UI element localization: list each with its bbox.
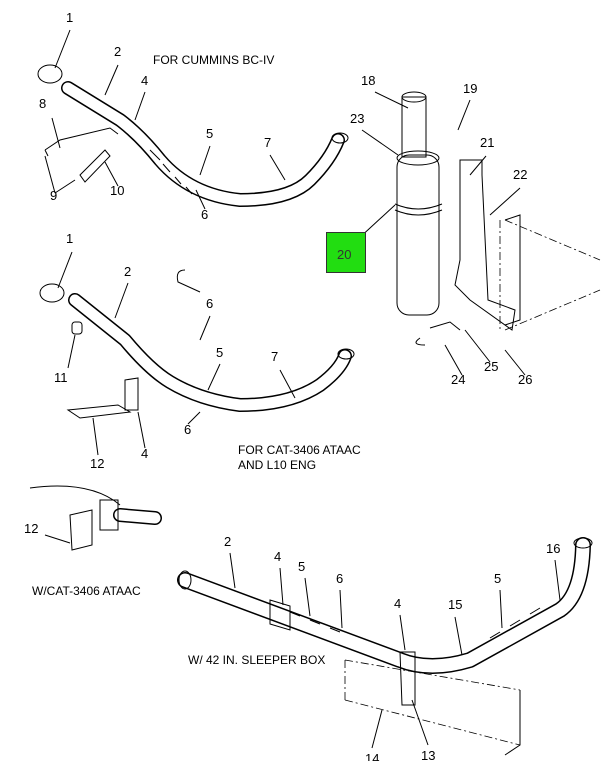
callout[interactable]: 5 — [206, 126, 214, 141]
callout[interactable]: 4 — [274, 549, 282, 564]
callout[interactable]: 12 — [90, 456, 105, 471]
callout[interactable]: 14 — [365, 751, 380, 761]
callout[interactable]: 1 — [66, 10, 74, 25]
highlighted-part-20[interactable]: 20 — [326, 232, 366, 273]
caption-cat-line1: FOR CAT-3406 ATAAC — [238, 443, 361, 457]
callout[interactable]: 6 — [184, 422, 192, 437]
callout[interactable]: 24 — [451, 372, 466, 387]
middle-pipe-assembly — [39, 269, 355, 419]
callout[interactable]: 2 — [124, 264, 132, 279]
callout[interactable]: 11 — [54, 370, 68, 385]
callout[interactable]: 9 — [50, 188, 58, 203]
leader-lines — [44, 29, 561, 656]
callout[interactable]: 21 — [480, 135, 495, 150]
callout[interactable]: 2 — [224, 534, 232, 549]
callout[interactable]: 1 — [66, 231, 74, 246]
caption-cat-line2: AND L10 ENG — [238, 458, 317, 472]
callout[interactable]: 4 — [394, 596, 402, 611]
callout[interactable]: 6 — [206, 296, 214, 311]
bottom-pipe-assembly — [177, 537, 593, 756]
callout[interactable]: 25 — [484, 359, 499, 374]
callout[interactable]: 4 — [141, 73, 149, 88]
callout[interactable]: 2 — [114, 44, 122, 59]
callout[interactable]: 16 — [546, 541, 561, 556]
highlight-label: 20 — [337, 247, 352, 262]
caption-cat-detail: W/CAT-3406 ATAAC — [32, 584, 141, 598]
callout[interactable]: 22 — [513, 167, 528, 182]
callout[interactable]: 5 — [494, 571, 502, 586]
callout[interactable]: 10 — [110, 183, 125, 198]
cat-detail-view — [29, 485, 162, 551]
callout[interactable]: 5 — [298, 559, 306, 574]
callout[interactable]: 6 — [336, 571, 344, 586]
callout[interactable]: 23 — [350, 111, 365, 126]
callout[interactable]: 8 — [39, 96, 47, 111]
callout[interactable]: 26 — [518, 372, 533, 387]
callout[interactable]: 15 — [448, 597, 463, 612]
callout[interactable]: 6 — [201, 207, 209, 222]
callout[interactable]: 4 — [141, 446, 149, 461]
callout[interactable]: 18 — [361, 73, 376, 88]
callout[interactable]: 13 — [421, 748, 436, 761]
callout[interactable]: 19 — [463, 81, 478, 96]
callout[interactable]: 12 — [24, 521, 39, 536]
top-pipe-assembly — [37, 64, 349, 207]
muffler-assembly — [394, 91, 601, 346]
callout[interactable]: 7 — [264, 135, 272, 150]
caption-sleeper: W/ 42 IN. SLEEPER BOX — [188, 653, 326, 667]
callout[interactable]: 7 — [271, 349, 279, 364]
caption-cummins: FOR CUMMINS BC-IV — [153, 53, 275, 67]
callout[interactable]: 5 — [216, 345, 224, 360]
